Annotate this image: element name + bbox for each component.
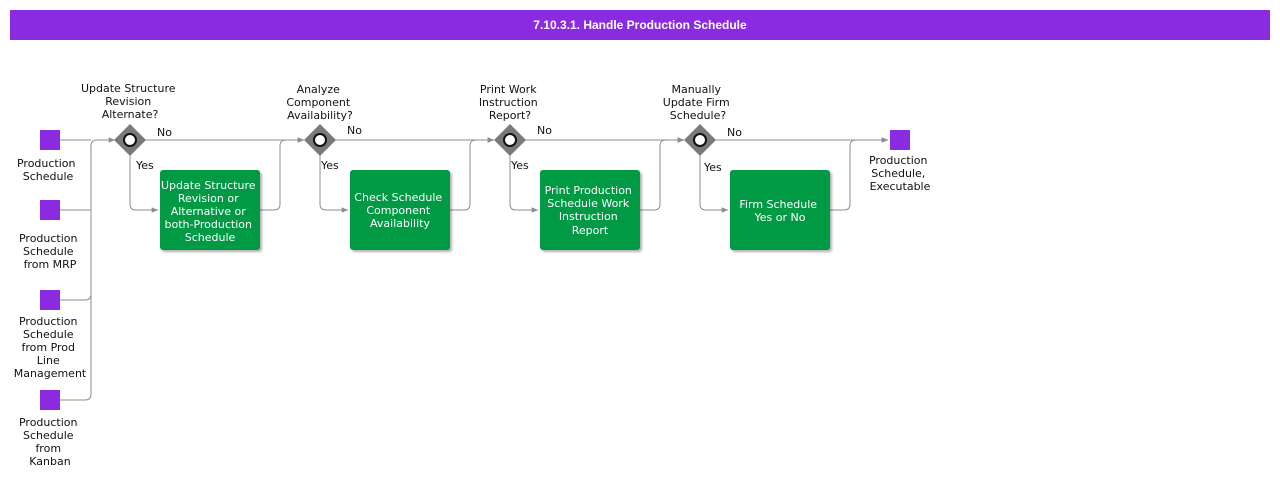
flow-gateway3-yes	[509, 155, 538, 213]
flow-task4-out	[830, 137, 888, 211]
gateway-1: Update Structure Revision Alternate? No …	[81, 82, 179, 172]
input-label-1: Production Schedule	[17, 157, 79, 183]
gateway-no-label-2: No	[347, 124, 362, 137]
task-box	[350, 170, 450, 250]
output-event: Production Schedule, Executable	[869, 130, 931, 193]
gateway-question-1: Update Structure Revision Alternate?	[81, 82, 179, 121]
flow-task2-out	[450, 137, 494, 211]
task-label-1: Update Structure Revision or Alternative…	[161, 179, 259, 244]
gateway-question-3: Print Work Instruction Report?	[479, 83, 541, 122]
gateway-no-label-1: No	[157, 126, 172, 139]
gateway-yes-label-1: Yes	[135, 159, 154, 172]
flow-task3-out	[640, 137, 684, 211]
task-label-4: Firm Schedule Yes or No	[739, 198, 820, 224]
gateway-circle-icon	[503, 133, 517, 147]
event-square	[40, 390, 60, 410]
diagram-title: 7.10.3.1. Handle Production Schedule	[10, 10, 1270, 40]
input-event-3: Production Schedule from Prod Line Manag…	[14, 290, 87, 380]
task-box	[730, 170, 830, 250]
gateway-2: Analyze Component Availability? No Yes	[286, 83, 362, 172]
task-3: Print Production Schedule Work Instructi…	[540, 170, 640, 250]
output-label: Production Schedule, Executable	[869, 154, 931, 193]
task-2: Check Schedule Component Availability	[350, 170, 450, 250]
input-label-4: Production Schedule from Kanban	[19, 416, 81, 468]
input-label-3: Production Schedule from Prod Line Manag…	[14, 315, 87, 380]
gateway-circle-icon	[123, 133, 137, 147]
flow-input-4	[60, 393, 92, 401]
task-1: Update Structure Revision or Alternative…	[160, 170, 260, 250]
gateway-yes-label-2: Yes	[320, 159, 339, 172]
gateway-question-2: Analyze Component Availability?	[286, 83, 353, 122]
input-event-2: Production Schedule from MRP	[19, 200, 81, 271]
input-label-2: Production Schedule from MRP	[19, 232, 81, 271]
sequence-flows	[60, 137, 888, 401]
gateway-circle-icon	[313, 133, 327, 147]
event-square	[890, 130, 910, 150]
task-4: Firm Schedule Yes or No	[730, 170, 830, 250]
flow-gateway4-yes	[699, 155, 728, 213]
gateway-circle-icon	[693, 133, 707, 147]
gateway-yes-label-3: Yes	[510, 159, 529, 172]
input-event-4: Production Schedule from Kanban	[19, 390, 81, 468]
flow-input-3	[60, 293, 92, 301]
event-square	[40, 290, 60, 310]
gateway-3: Print Work Instruction Report? No Yes	[479, 83, 552, 172]
flow-task1-out	[260, 137, 304, 211]
input-event-1: Production Schedule	[17, 130, 79, 183]
task-box	[540, 170, 640, 250]
gateway-no-label-4: No	[727, 126, 742, 139]
gateway-yes-label-4: Yes	[703, 161, 722, 174]
task-label-3: Print Production Schedule Work Instructi…	[545, 184, 636, 237]
gateway-4: Manually Update Firm Schedule? No Yes	[663, 83, 742, 174]
task-label-2: Check Schedule Component Availability	[354, 191, 445, 230]
gateway-question-4: Manually Update Firm Schedule?	[663, 83, 733, 122]
flow-gateway1-yes	[129, 155, 158, 213]
flow-merge-inputs	[90, 137, 115, 394]
flow-gateway2-yes	[319, 155, 348, 213]
task-box	[160, 170, 260, 250]
gateway-no-label-3: No	[537, 124, 552, 137]
event-square	[40, 130, 60, 150]
event-square	[40, 200, 60, 220]
